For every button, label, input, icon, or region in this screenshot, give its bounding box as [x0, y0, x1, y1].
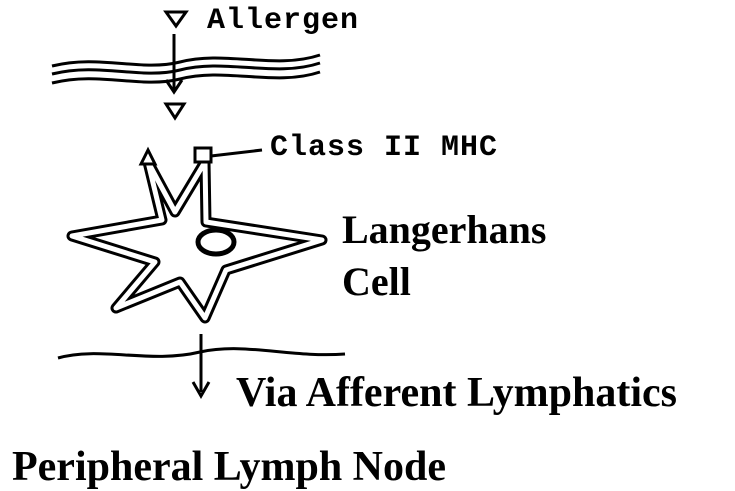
- mhc-square-icon: [195, 148, 211, 162]
- allergen-triangle-icon: [166, 12, 186, 26]
- lymph-node-label: Peripheral Lymph Node: [12, 446, 446, 488]
- dendrite-arrow-icon: [141, 150, 155, 164]
- allergen-triangle-icon: [166, 104, 184, 118]
- allergen-label: Allergen: [207, 6, 359, 36]
- afferent-arrow-icon: [193, 334, 209, 396]
- mhc-label: Class II MHC: [270, 133, 498, 163]
- afferent-label: Via Afferent Lymphatics: [236, 372, 677, 414]
- cell-label-line2: Cell: [342, 262, 411, 302]
- nucleus: [198, 230, 234, 254]
- skin-surface: [52, 55, 320, 83]
- cell-label-line1: Langerhans: [342, 210, 547, 250]
- mhc-leader-line: [211, 150, 262, 156]
